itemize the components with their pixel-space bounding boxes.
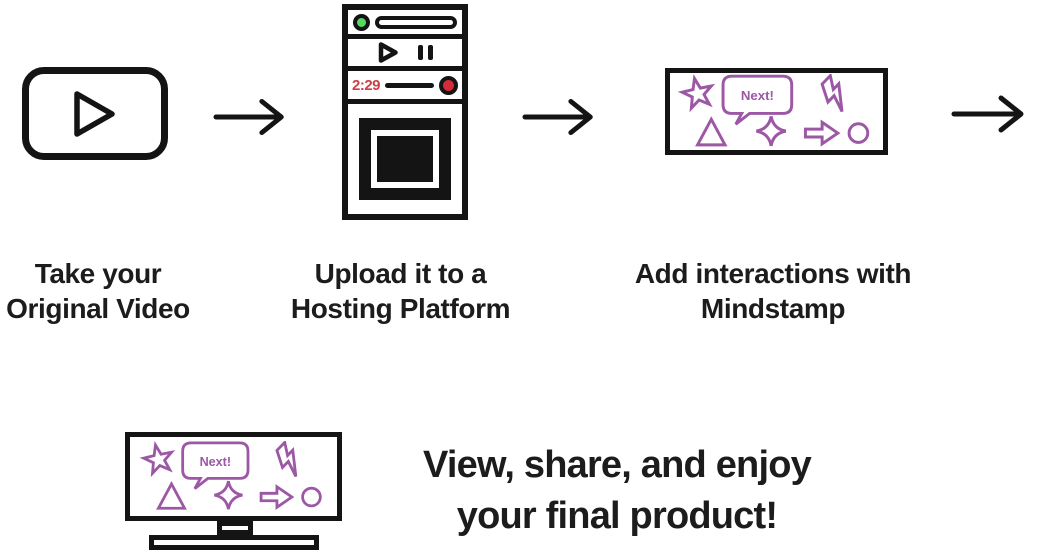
interaction-shapes: Next!	[677, 74, 869, 147]
star-icon	[139, 441, 175, 478]
flow-arrow-icon	[522, 96, 604, 138]
browser-bar	[348, 10, 462, 39]
lightning-icon	[819, 74, 843, 113]
monitor-stand-base	[149, 535, 319, 550]
progress-bar	[385, 82, 434, 88]
star-icon	[677, 74, 715, 113]
player-controls	[348, 39, 462, 71]
player-timeline: 2:29	[348, 71, 462, 104]
play-triangle-icon	[74, 90, 115, 137]
thumbnail-frame	[359, 118, 451, 200]
step-caption-original-video: Take your Original Video	[6, 258, 190, 324]
final-product-monitor-icon: Next!	[125, 432, 342, 521]
speech-bubble-icon: Next!	[180, 441, 249, 490]
sparkle-icon	[755, 116, 786, 147]
flow-arrow-icon	[951, 93, 1035, 135]
interactions-box-icon: Next!	[665, 68, 888, 155]
status-dot-icon	[353, 13, 370, 31]
triangle-icon	[694, 116, 727, 147]
lightning-icon	[274, 441, 297, 478]
bubble-label: Next!	[740, 88, 773, 103]
step-caption-final-product: View, share, and enjoy your final produc…	[423, 444, 812, 537]
step-caption-add-interactions: Add interactions with Mindstamp	[634, 258, 912, 324]
video-thumbnail	[348, 104, 462, 214]
hosting-platform-player-icon: 2:29	[342, 4, 468, 220]
bubble-label: Next!	[199, 455, 231, 469]
circle-icon	[847, 122, 869, 144]
block-arrow-icon	[803, 119, 840, 147]
play-icon	[378, 42, 398, 63]
timestamp: 2:29	[352, 76, 381, 94]
original-video-play-icon	[22, 67, 168, 160]
monitor-stand-neck	[217, 521, 253, 535]
step-caption-hosting-platform: Upload it to a Hosting Platform	[290, 258, 511, 324]
flow-arrow-icon	[213, 96, 295, 138]
interaction-shapes: Next!	[139, 441, 322, 510]
url-bar-icon	[375, 15, 457, 29]
sparkle-icon	[213, 480, 243, 510]
speech-bubble-icon: Next!	[721, 74, 793, 126]
block-arrow-icon	[259, 484, 294, 510]
pause-icon	[417, 45, 433, 60]
circle-icon	[300, 486, 322, 508]
triangle-icon	[155, 481, 187, 510]
record-icon	[439, 75, 458, 95]
